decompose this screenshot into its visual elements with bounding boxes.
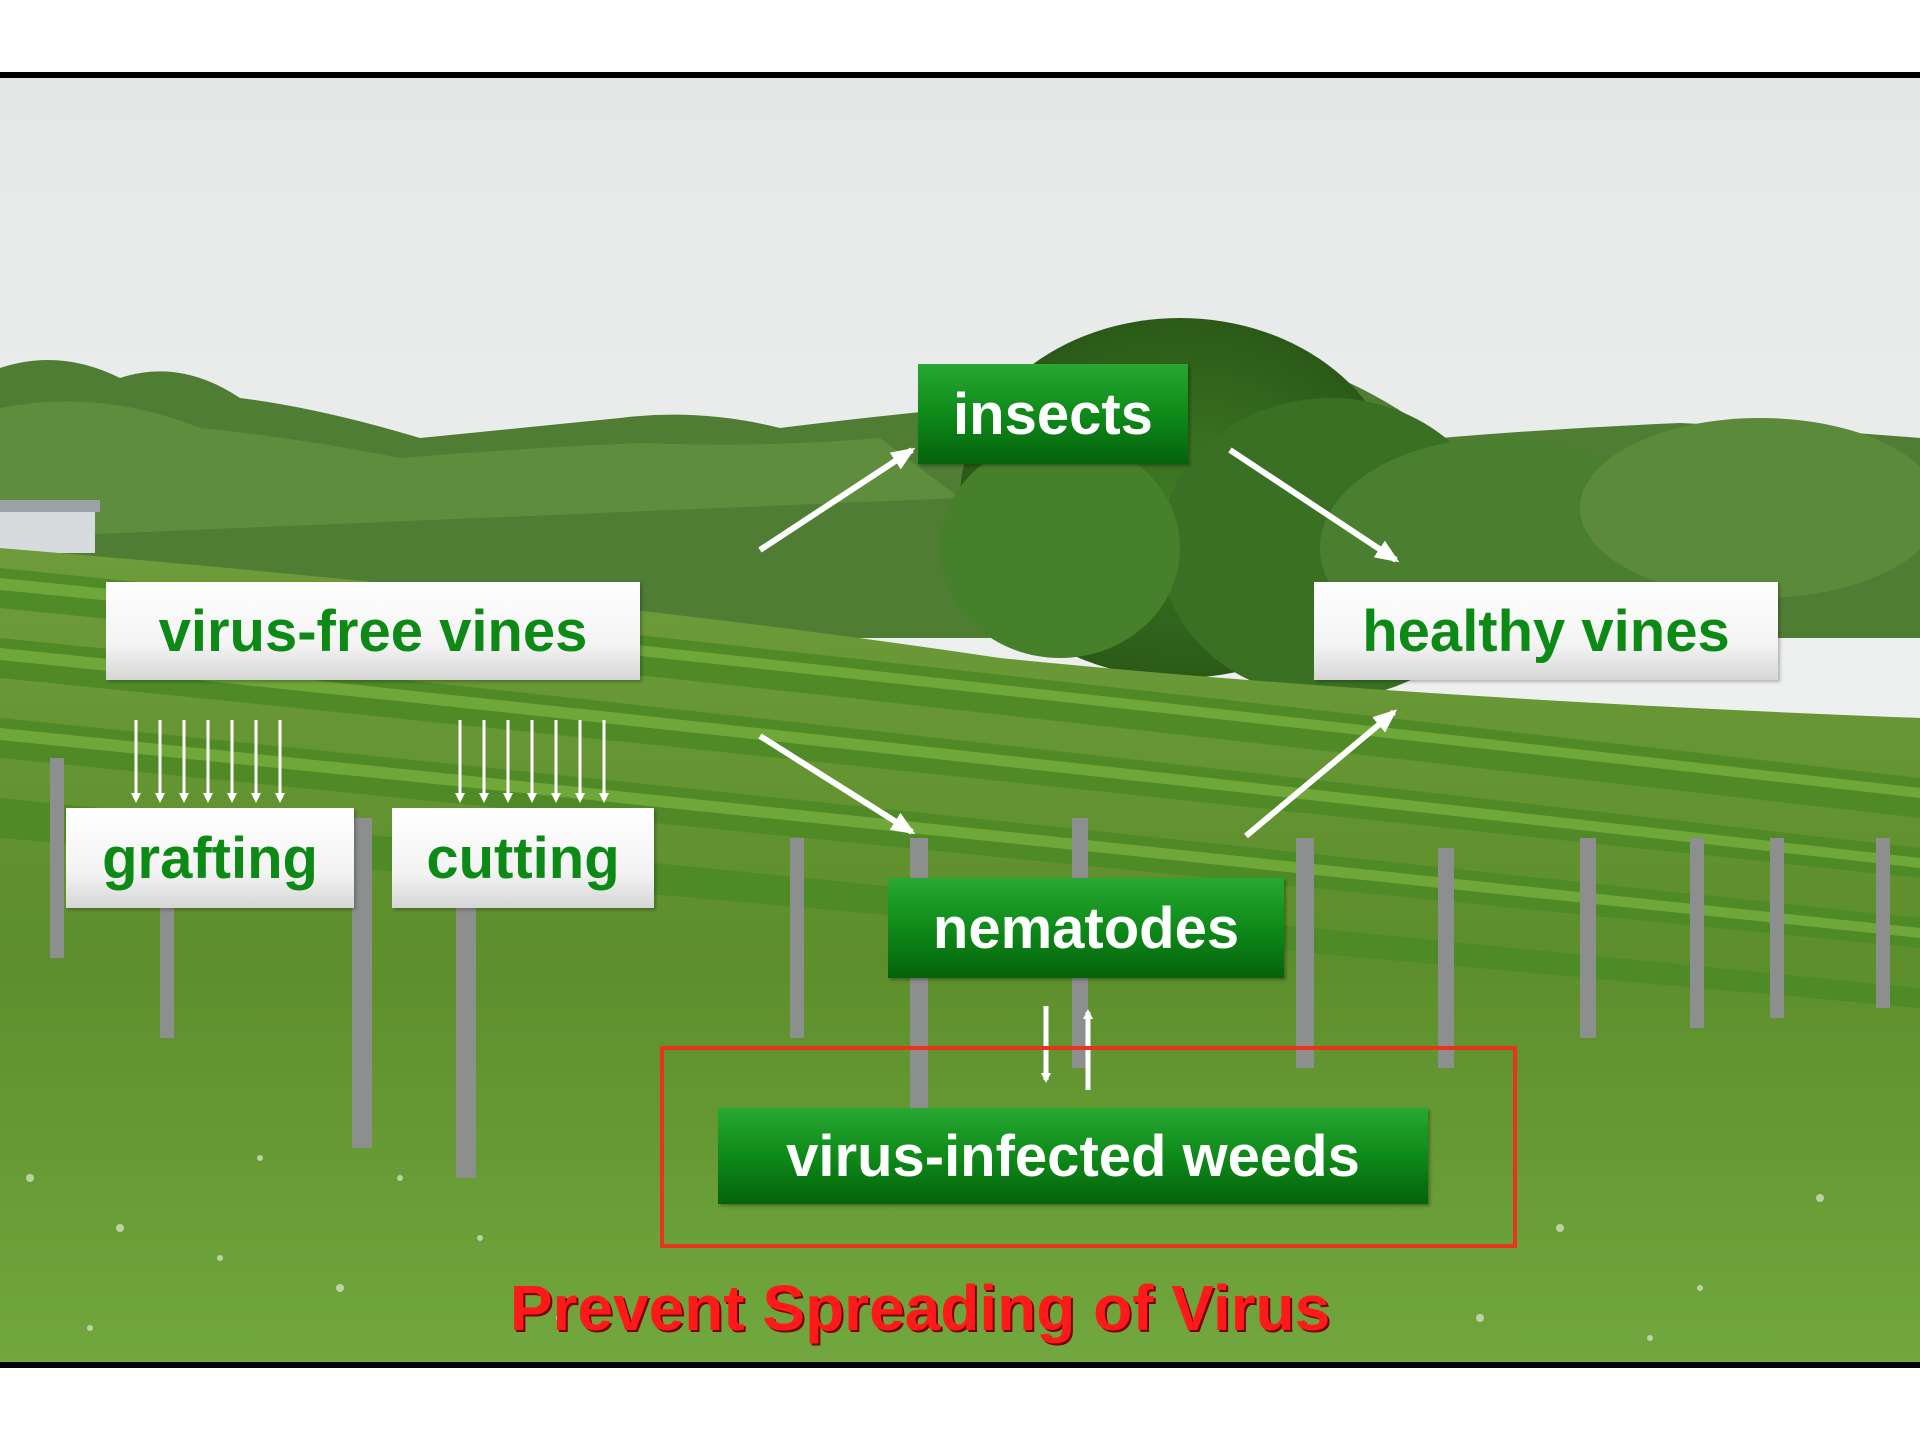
- nematodes-label: nematodes: [888, 878, 1284, 978]
- cutting-label: cutting: [392, 808, 654, 908]
- arrow-icon: [760, 736, 912, 832]
- grafting-label: grafting: [66, 808, 354, 908]
- footer-title: Prevent Spreading of Virus: [300, 1268, 1540, 1348]
- insects-label: insects: [918, 364, 1188, 464]
- arrow-icon: [1246, 712, 1394, 836]
- virus-free-vines-label: virus-free vines: [106, 582, 640, 680]
- virus-infected-weeds-label: virus-infected weeds: [718, 1108, 1428, 1204]
- arrow-icon: [1230, 450, 1396, 560]
- arrow-icon: [760, 450, 912, 550]
- healthy-vines-label: healthy vines: [1314, 582, 1778, 680]
